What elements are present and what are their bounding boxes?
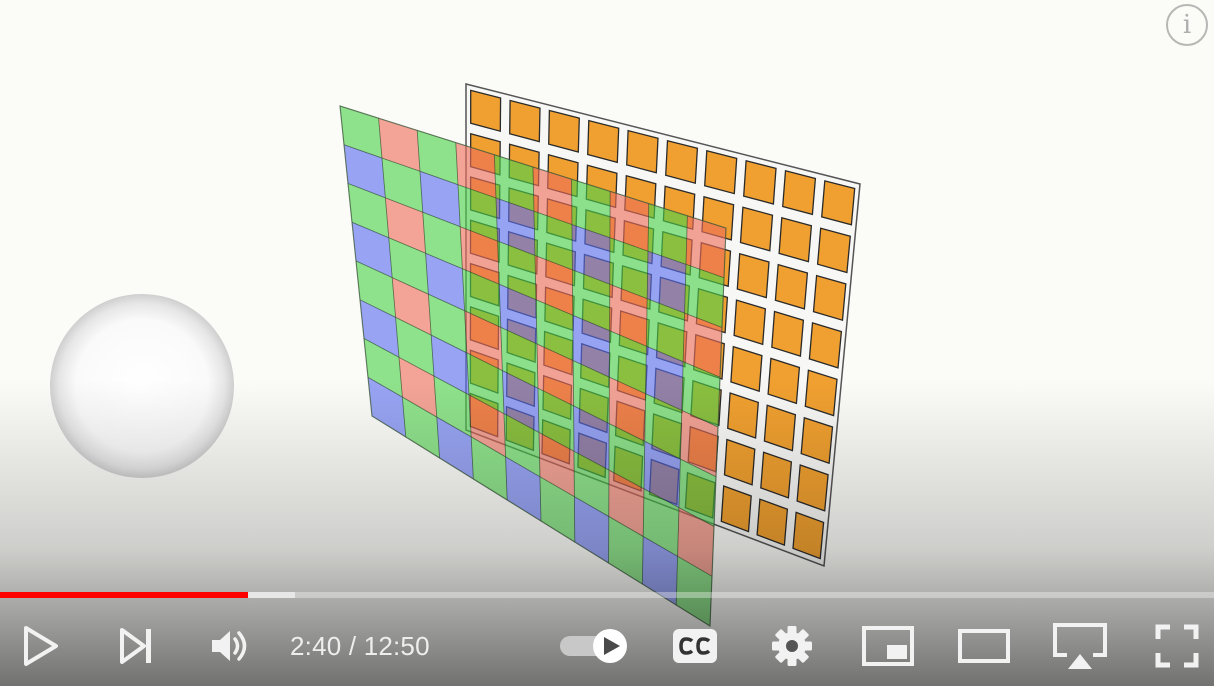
theater-button[interactable] [956,620,1012,672]
photosite-cell [733,299,767,346]
photosite-cell [704,149,738,195]
skip-next-icon [120,628,151,664]
info-icon: i [1182,10,1192,40]
gear-icon [772,626,812,666]
photosite-cell [821,180,856,226]
info-button[interactable]: i [1166,4,1208,46]
next-button[interactable] [112,620,160,672]
photosite-cell [812,274,847,322]
play-icon [24,626,58,666]
photosite-cell [816,227,851,274]
settings-button[interactable] [768,620,816,672]
photosite-cell [743,159,777,205]
photosite-cell [736,252,770,299]
time-display: 2:40 / 12:50 [290,620,430,672]
captions-button[interactable] [670,620,720,672]
airplay-button[interactable] [1050,620,1110,672]
miniplayer-button[interactable] [860,620,916,672]
progress-bar[interactable] [0,592,1214,598]
fullscreen-icon [1155,624,1199,668]
photosite-cell [509,99,541,143]
photosite-cell [548,109,580,153]
photosite-cell [782,169,817,216]
photosite-cell [587,119,620,164]
miniplayer-icon [862,626,914,666]
autoplay-toggle-icon [560,629,627,663]
time-separator: / [341,631,364,661]
duration: 12:50 [363,631,430,661]
photosite-cell [665,139,699,185]
photosite-cell [739,206,774,252]
volume-button[interactable] [206,620,256,672]
fullscreen-button[interactable] [1152,620,1202,672]
light-sphere [50,294,234,478]
play-button[interactable] [14,620,66,672]
current-time: 2:40 [290,631,342,661]
volume-icon [212,631,247,661]
cc-icon [673,629,717,663]
photosite-cell [808,322,843,369]
theater-mode-icon [958,629,1010,663]
photosite-cell [771,310,805,357]
photosite-cell [778,216,813,263]
photosite-cell [774,263,809,310]
autoplay-toggle[interactable] [558,620,630,672]
photosite-cell [626,129,659,174]
photosite-cell [470,89,502,133]
played-bar [0,592,248,598]
airplay-icon [1053,623,1107,669]
player-controls: 2:40 / 12:50 [0,606,1214,686]
